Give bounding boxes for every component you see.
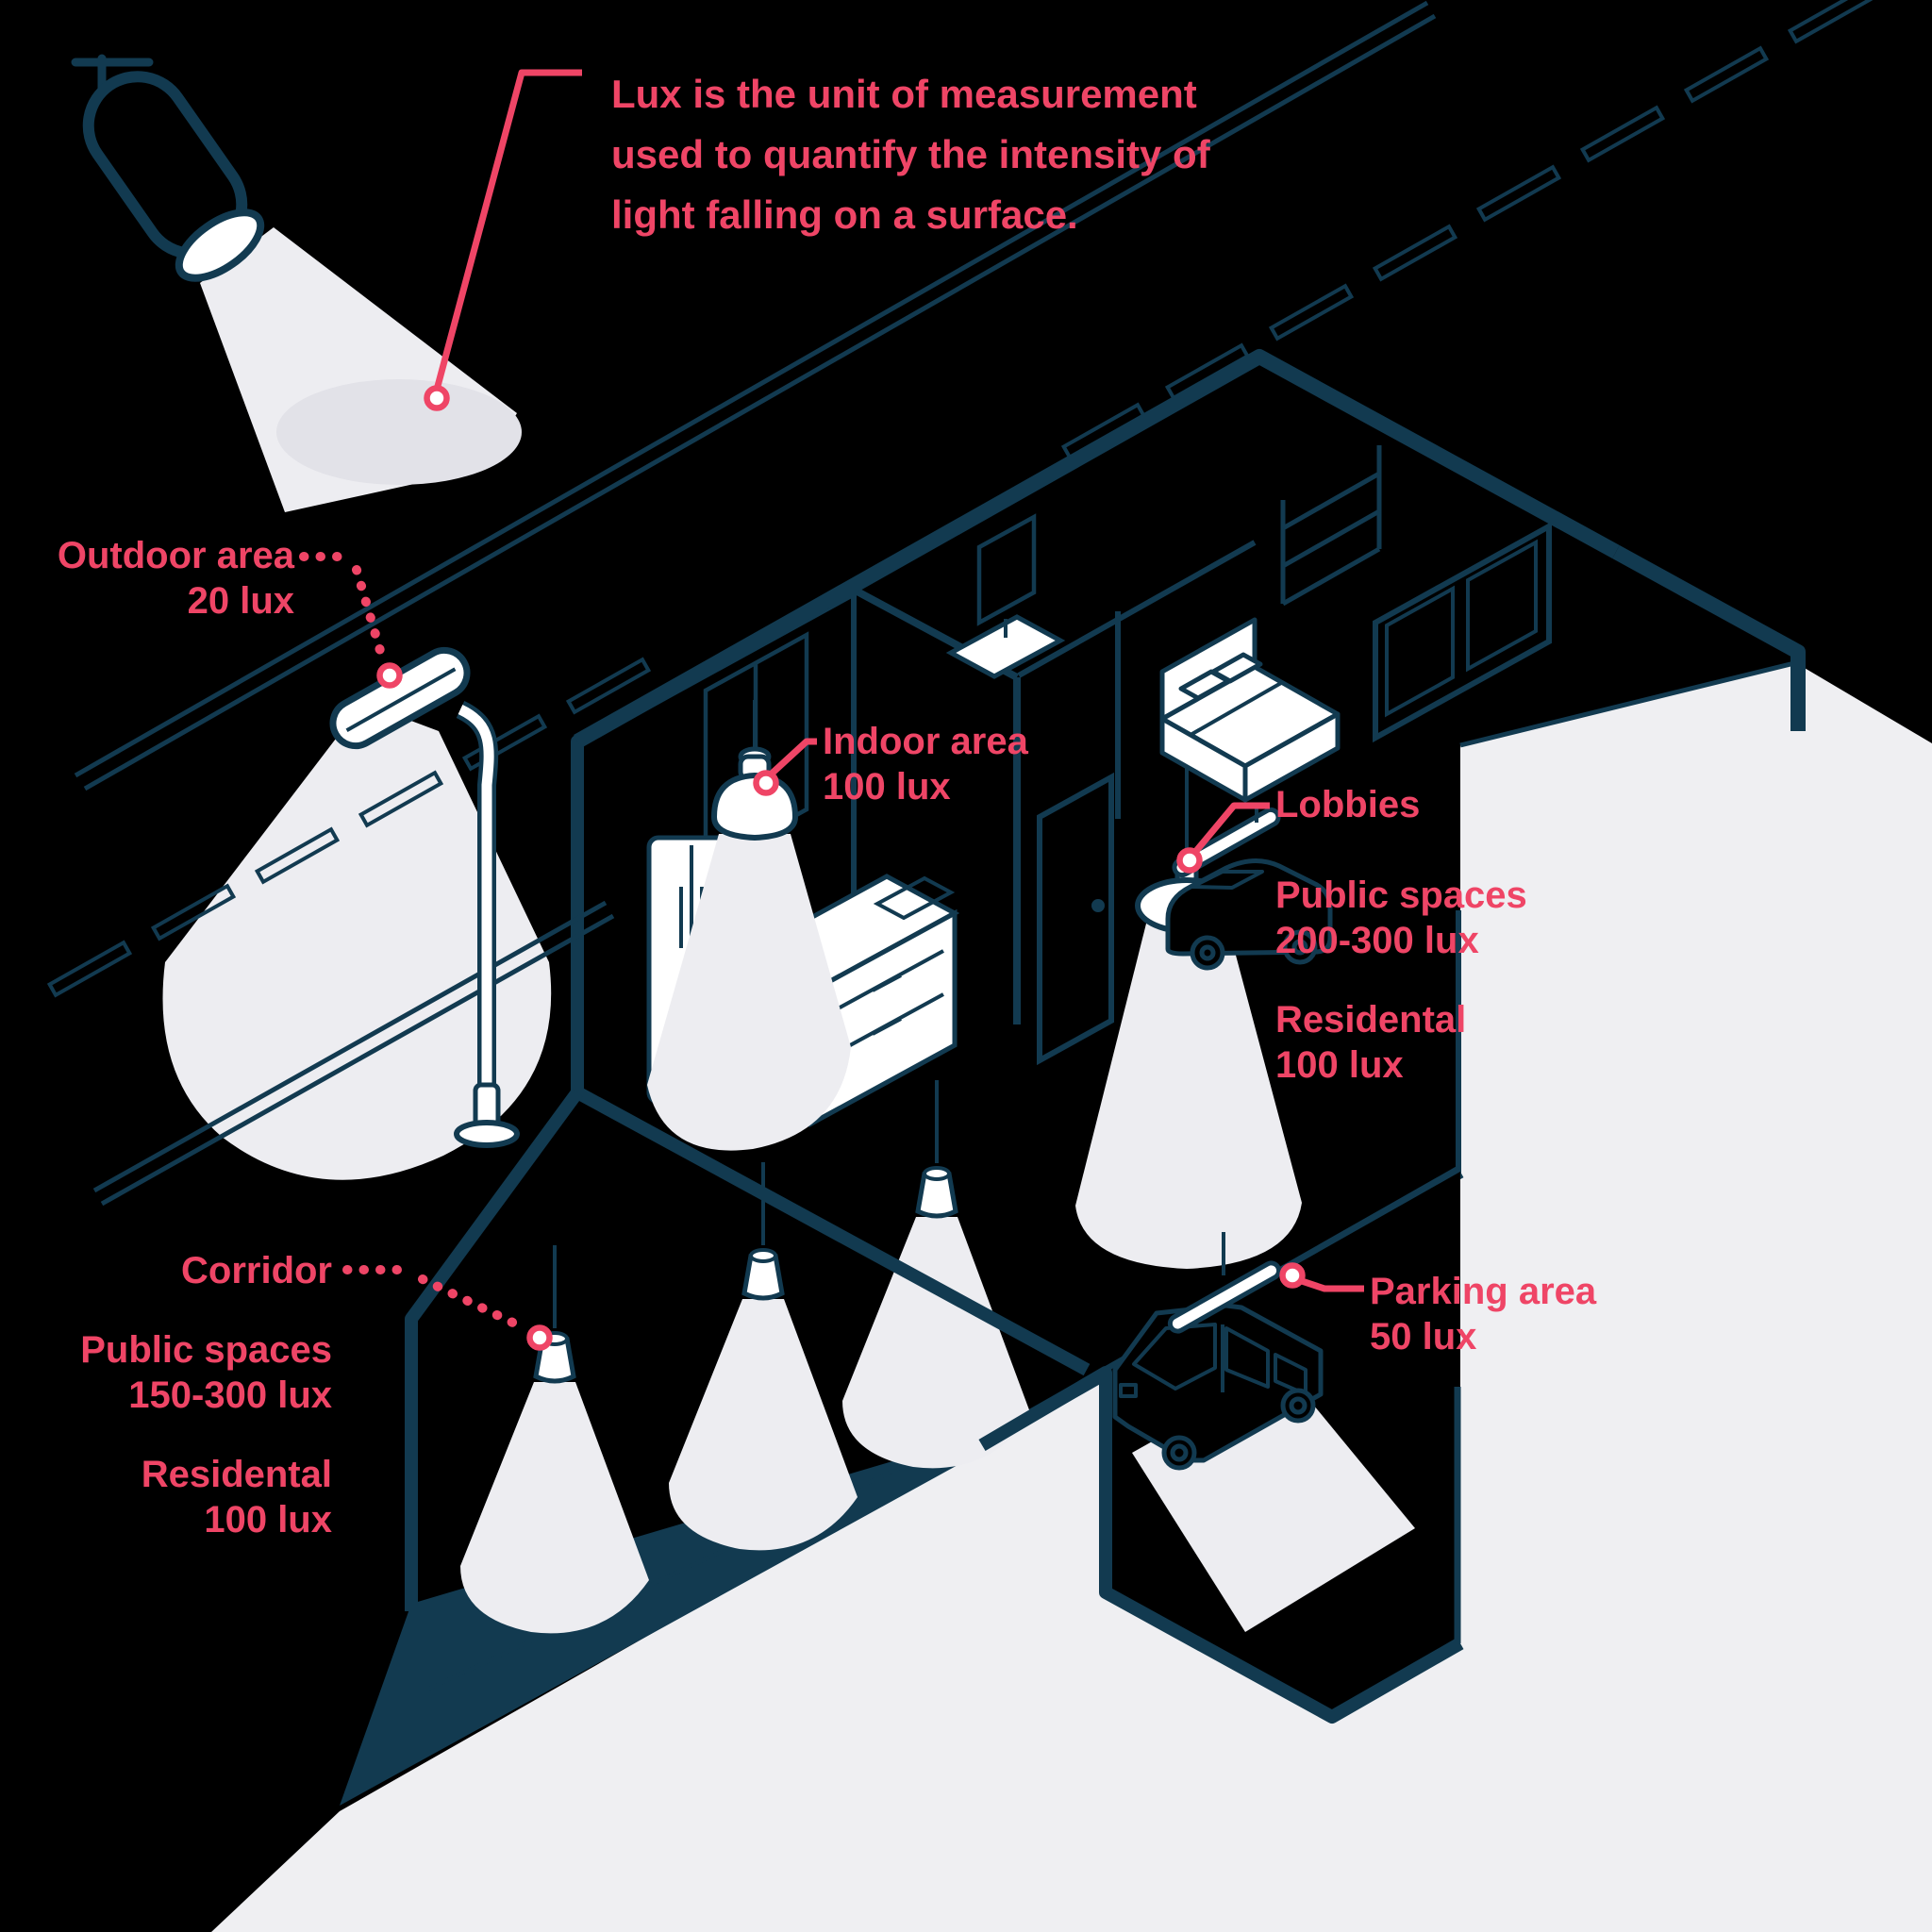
lamp-head-face <box>345 667 457 732</box>
corridor-back-wall <box>574 1086 1091 1376</box>
door <box>1037 772 1114 1066</box>
bed-pillow-2 <box>1210 652 1263 684</box>
garage-tube-light-icon <box>1167 1260 1282 1334</box>
lobby-light-cone <box>1075 920 1302 1269</box>
lobbies-leader <box>1193 802 1270 854</box>
corridor-cone-1 <box>460 1382 649 1634</box>
corridor-public-value: 150-300 lux <box>128 1374 332 1416</box>
outdoor-marker <box>376 662 403 689</box>
lamp-cap-2 <box>749 1248 777 1263</box>
roof-band <box>574 349 1620 748</box>
road-dashes-far <box>1060 0 1874 460</box>
corridor-residential-value: 100 lux <box>204 1499 332 1541</box>
indoor-marker <box>753 770 779 796</box>
indoor-value: 100 lux <box>823 766 951 808</box>
kitchen-sink <box>873 875 956 921</box>
indoor-label: Indoor area <box>823 721 1029 762</box>
corridor <box>340 1080 1091 1806</box>
sink-icon <box>945 614 1066 679</box>
outdoor-value: 20 lux <box>188 580 294 622</box>
intro-leader <box>433 69 582 391</box>
corridor-floor-line <box>428 1430 977 1690</box>
intro-line-1: Lux is the unit of measurement <box>611 72 1197 116</box>
bed-side-right <box>1242 711 1341 803</box>
indoor-leader <box>769 738 817 776</box>
kitchen-light <box>647 700 851 1151</box>
lobbies-public-label: Public spaces <box>1275 874 1527 916</box>
kitchen-light-cone <box>647 834 851 1151</box>
parking-leader <box>1297 1276 1364 1292</box>
outdoor-label: Outdoor area <box>58 535 295 576</box>
bedroom <box>1159 617 1341 803</box>
lamp-cap-3 <box>923 1166 951 1181</box>
corridor-left-walls <box>405 1088 583 1611</box>
outdoor-dots-diag <box>352 565 388 665</box>
outdoor-annotation: Outdoor area 20 lux <box>58 535 403 689</box>
sedan-icon <box>1165 858 1333 971</box>
road-edge-lower-1 <box>92 900 608 1193</box>
street-lamp-icon <box>329 646 520 1148</box>
corridor-label: Corridor <box>181 1250 332 1291</box>
corridor-residential-label: Residental <box>142 1454 332 1495</box>
corridor-lamps <box>533 1080 958 1384</box>
lamp-base <box>454 1120 520 1148</box>
parking-annotation: Parking area 50 lux <box>1279 1262 1597 1357</box>
road-edge-upper-1 <box>74 0 1429 778</box>
road-edge-upper-2 <box>83 13 1437 791</box>
intro-line-2: used to quantify the intensity of <box>611 132 1211 176</box>
corridor-cone-2 <box>669 1299 858 1551</box>
indoor-annotation: Indoor area 100 lux <box>753 721 1029 808</box>
annotations: Lux is the unit of measurement used to q… <box>58 69 1597 1541</box>
lobbies-residential-value: 100 lux <box>1275 1044 1404 1086</box>
ground-plane <box>211 664 1932 1932</box>
parking-value: 50 lux <box>1370 1316 1476 1357</box>
spotlight-opening <box>175 208 265 282</box>
spot-pool <box>276 379 522 485</box>
intro-spotlight <box>71 54 522 512</box>
corridor-public-label: Public spaces <box>80 1329 332 1371</box>
corridor-marker <box>526 1324 553 1351</box>
lamp-arm-fill <box>458 705 494 1119</box>
road-edge-lower-2 <box>100 913 615 1207</box>
lobbies-annotation: Lobbies Public spaces 200-300 lux Reside… <box>1176 784 1527 1086</box>
lobbies-marker <box>1176 847 1203 874</box>
window <box>1373 521 1552 743</box>
street-light-cone <box>162 703 552 1180</box>
right-ground-line <box>1459 659 1799 748</box>
corridor-dots-diag <box>418 1274 529 1333</box>
intro-line-3: light falling on a surface. <box>611 192 1078 237</box>
garage-walls <box>978 1366 1464 1724</box>
parking-marker <box>1279 1262 1306 1289</box>
road-dashes-near <box>46 657 652 998</box>
parking-garage <box>978 1172 1464 1724</box>
van-icon <box>1112 1303 1324 1471</box>
road-near <box>46 657 652 1207</box>
intro-annotation: Lux is the unit of measurement used to q… <box>424 69 1211 411</box>
road <box>74 0 1874 791</box>
lobbies-public-value: 200-300 lux <box>1275 920 1479 961</box>
bathroom <box>945 513 1066 679</box>
closet <box>1280 445 1382 607</box>
lobbies-label: Lobbies <box>1275 784 1420 825</box>
mirror <box>976 513 1037 626</box>
intro-marker <box>424 385 450 411</box>
lobby-back-edge <box>1017 540 1257 678</box>
lobbies-residential-label: Residental <box>1275 999 1466 1041</box>
corridor-cone-3 <box>842 1217 1031 1469</box>
right-wall-edge <box>1612 544 1806 731</box>
bed-fold <box>1190 681 1282 737</box>
counter-drawers <box>822 949 944 1062</box>
corridor-annotation: Corridor Public spaces 150-300 lux Resid… <box>80 1250 553 1541</box>
parking-label: Parking area <box>1370 1271 1597 1312</box>
